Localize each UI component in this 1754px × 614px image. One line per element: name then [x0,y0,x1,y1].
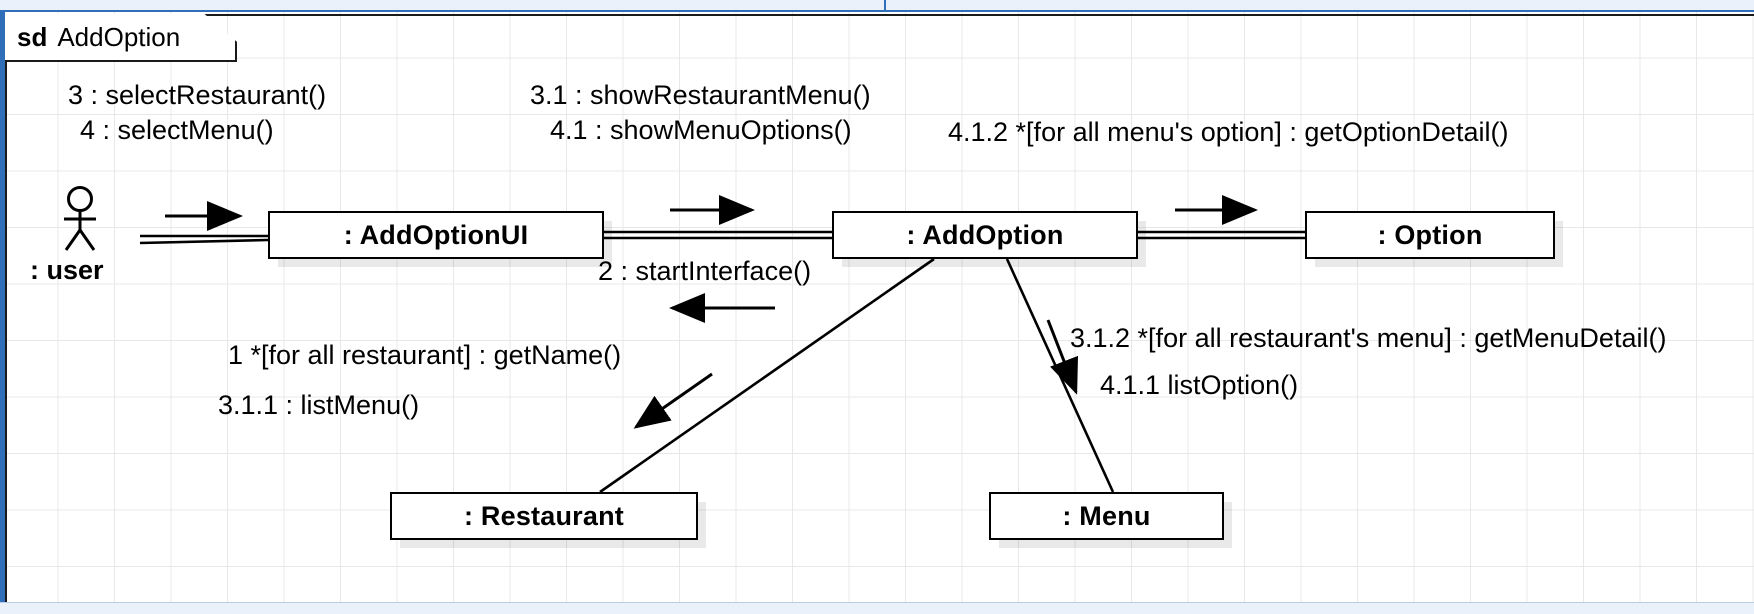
message-label-3-1-1[interactable]: 3.1.1 : listMenu() [218,390,420,420]
object-label: : Option [1377,219,1483,250]
message-label-4-1-1[interactable]: 4.1.1 listOption() [1100,370,1299,400]
object-label: : AddOptionUI [343,219,529,250]
message-label-4-1[interactable]: 4.1 : showMenuOptions() [550,115,852,145]
message-label-3[interactable]: 3 : selectRestaurant() [68,80,327,110]
message-label-1[interactable]: 1 *[for all restaurant] : getName() [228,340,622,370]
object-menu[interactable]: : Menu [989,492,1224,540]
editor-top-marker [884,0,886,12]
editor-bottom-strip [0,602,1754,614]
message-label-4-1-2[interactable]: 4.1.2 *[for all menu's option] : getOpti… [948,117,1509,147]
object-addoptionui[interactable]: : AddOptionUI [268,211,604,259]
object-label: : Menu [1062,500,1151,531]
actor-label: : user [30,255,104,285]
message-label-2[interactable]: 2 : startInterface() [598,256,812,286]
object-option[interactable]: : Option [1305,211,1555,259]
object-label: : Restaurant [464,500,624,531]
object-addoption[interactable]: : AddOption [832,211,1138,259]
frame-label-tab[interactable]: sd AddOption [5,14,237,62]
message-label-3-1[interactable]: 3.1 : showRestaurantMenu() [530,80,871,110]
actor-icon[interactable] [52,186,108,252]
object-label: : AddOption [906,219,1064,250]
frame-keyword: sd [17,21,48,52]
message-label-4[interactable]: 4 : selectMenu() [80,115,274,145]
editor-left-rail [0,12,5,614]
frame-name: AddOption [57,21,181,52]
object-restaurant[interactable]: : Restaurant [390,492,698,540]
editor-top-strip [0,0,1754,12]
message-label-3-1-2[interactable]: 3.1.2 *[for all restaurant's menu] : get… [1070,323,1667,353]
